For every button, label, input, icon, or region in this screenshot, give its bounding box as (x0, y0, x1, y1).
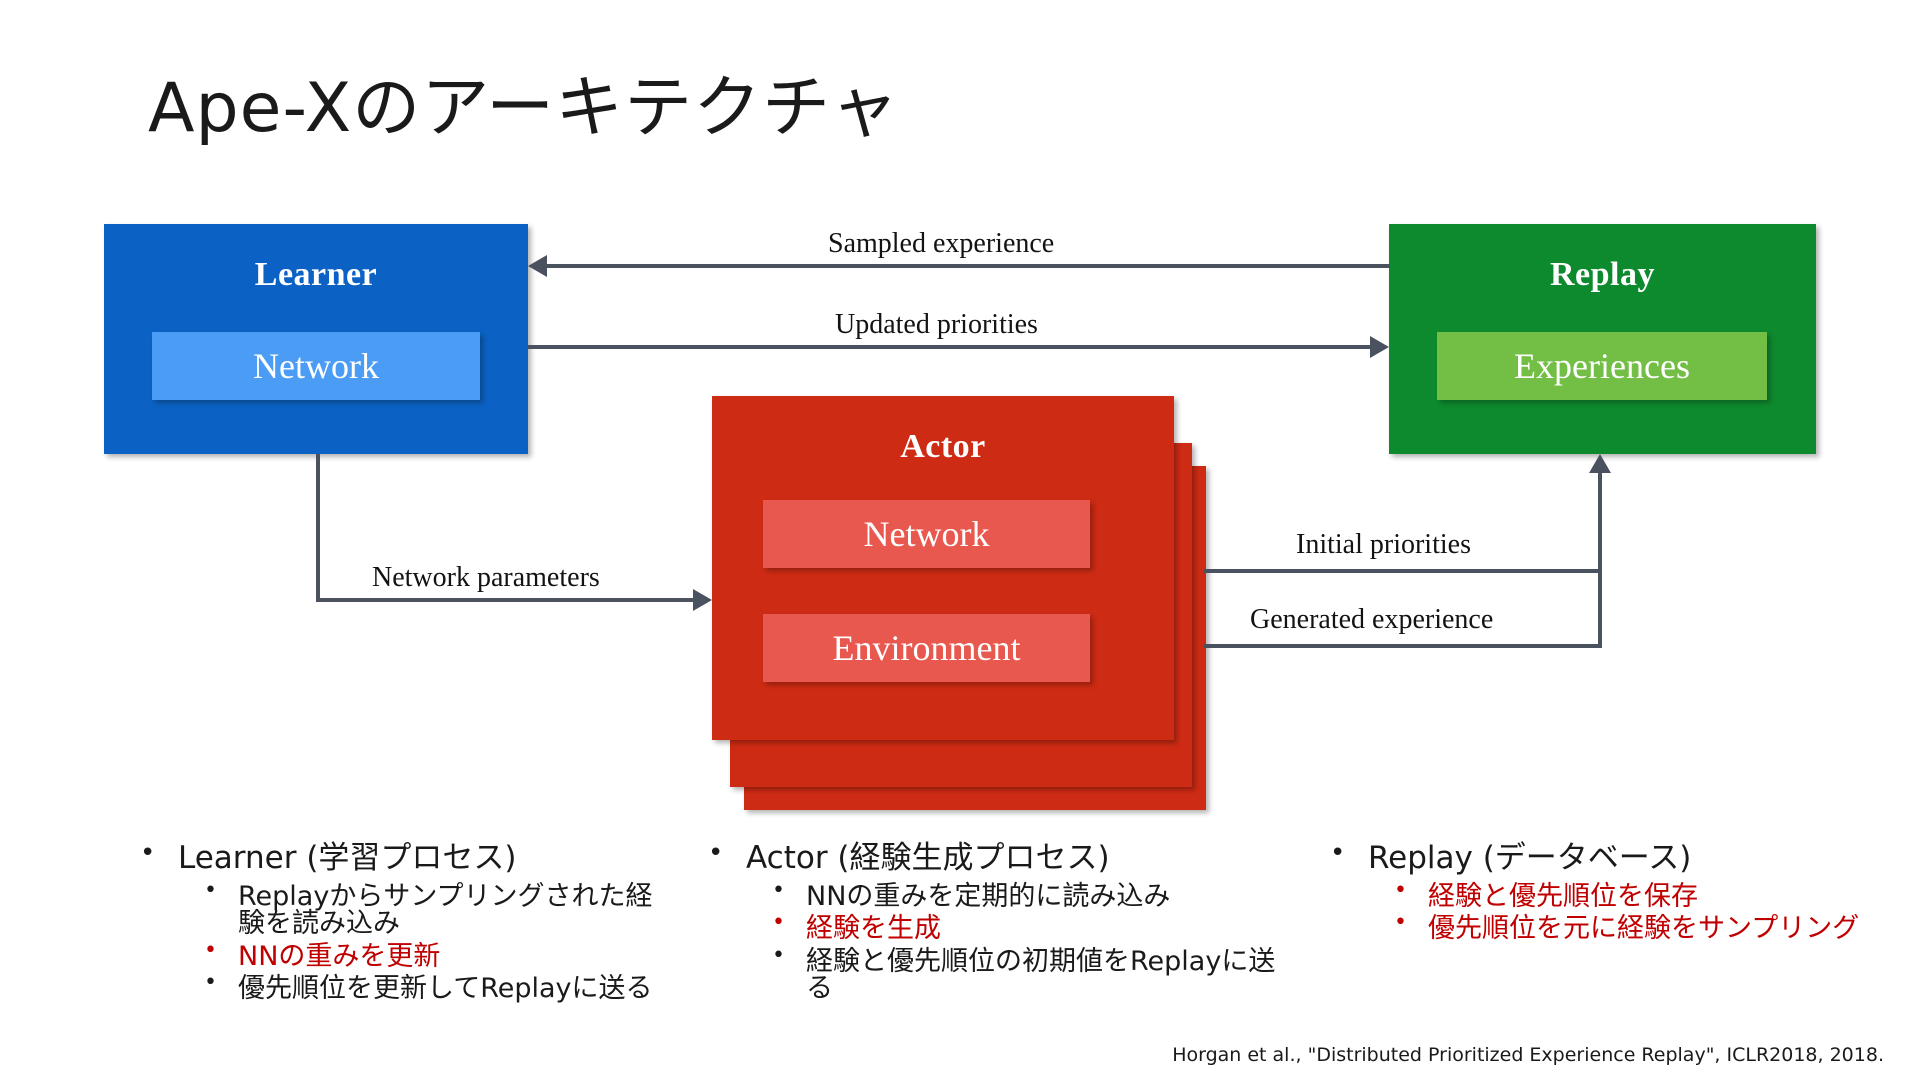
network-parameters-riser (316, 454, 320, 602)
network-parameters-arrowhead (693, 589, 712, 611)
updated-priorities-label: Updated priorities (835, 309, 1038, 340)
bullet-column-replay: Replay (データベース) 経験と優先順位を保存 優先順位を元に経験をサンプ… (1322, 838, 1882, 943)
actor-to-replay-riser (1598, 472, 1602, 648)
bullet-item: NNの重みを定期的に読み込み (766, 880, 1280, 911)
updated-priorities-arrowhead (1370, 336, 1389, 358)
bullet-heading: Learner (学習プロセス) (132, 838, 672, 878)
sampled-experience-label: Sampled experience (828, 228, 1055, 259)
replay-experiences-box[interactable]: Experiences (1437, 332, 1767, 400)
actor-to-replay-arrowhead (1589, 454, 1611, 473)
citation-text: Horgan et al., "Distributed Prioritized … (1172, 1044, 1884, 1066)
actor-environment-box[interactable]: Environment (763, 614, 1090, 682)
generated-experience-line (1204, 644, 1602, 648)
generated-experience-label: Generated experience (1250, 604, 1494, 635)
network-parameters-label: Network parameters (372, 562, 600, 593)
bullet-item: 経験を生成 (766, 912, 1280, 943)
updated-priorities-line (528, 345, 1371, 349)
bullet-item: 経験と優先順位を保存 (1388, 880, 1882, 911)
actor-box[interactable]: Actor (712, 396, 1174, 740)
bullet-column-actor: Actor (経験生成プロセス) NNの重みを定期的に読み込み 経験を生成 経験… (700, 838, 1280, 1003)
learner-network-box[interactable]: Network (152, 332, 480, 400)
sampled-experience-arrowhead (528, 255, 547, 277)
learner-title: Learner (254, 256, 378, 293)
replay-title: Replay (1550, 256, 1655, 293)
actor-network-box[interactable]: Network (763, 500, 1090, 568)
network-parameters-line (316, 598, 693, 602)
bullet-heading: Replay (データベース) (1322, 838, 1882, 878)
bullet-item: NNの重みを更新 (198, 940, 672, 971)
bullet-item: 優先順位を更新してReplayに送る (198, 972, 672, 1003)
bullet-heading: Actor (経験生成プロセス) (700, 838, 1280, 878)
bullet-column-learner: Learner (学習プロセス) Replayからサンプリングされた経験を読み込… (132, 838, 672, 1003)
initial-priorities-label: Initial priorities (1296, 529, 1471, 560)
bullet-item: 経験と優先順位の初期値をReplayに送る (766, 945, 1280, 1003)
bullet-item: Replayからサンプリングされた経験を読み込み (198, 880, 672, 938)
page-title: Ape-Xのアーキテクチャ (148, 69, 900, 148)
bullet-item: 優先順位を元に経験をサンプリング (1388, 912, 1882, 943)
sampled-experience-line (547, 264, 1390, 268)
actor-title: Actor (900, 428, 986, 465)
architecture-diagram: Actor Network Environment Learner Networ… (104, 224, 1816, 810)
initial-priorities-line (1204, 569, 1602, 573)
